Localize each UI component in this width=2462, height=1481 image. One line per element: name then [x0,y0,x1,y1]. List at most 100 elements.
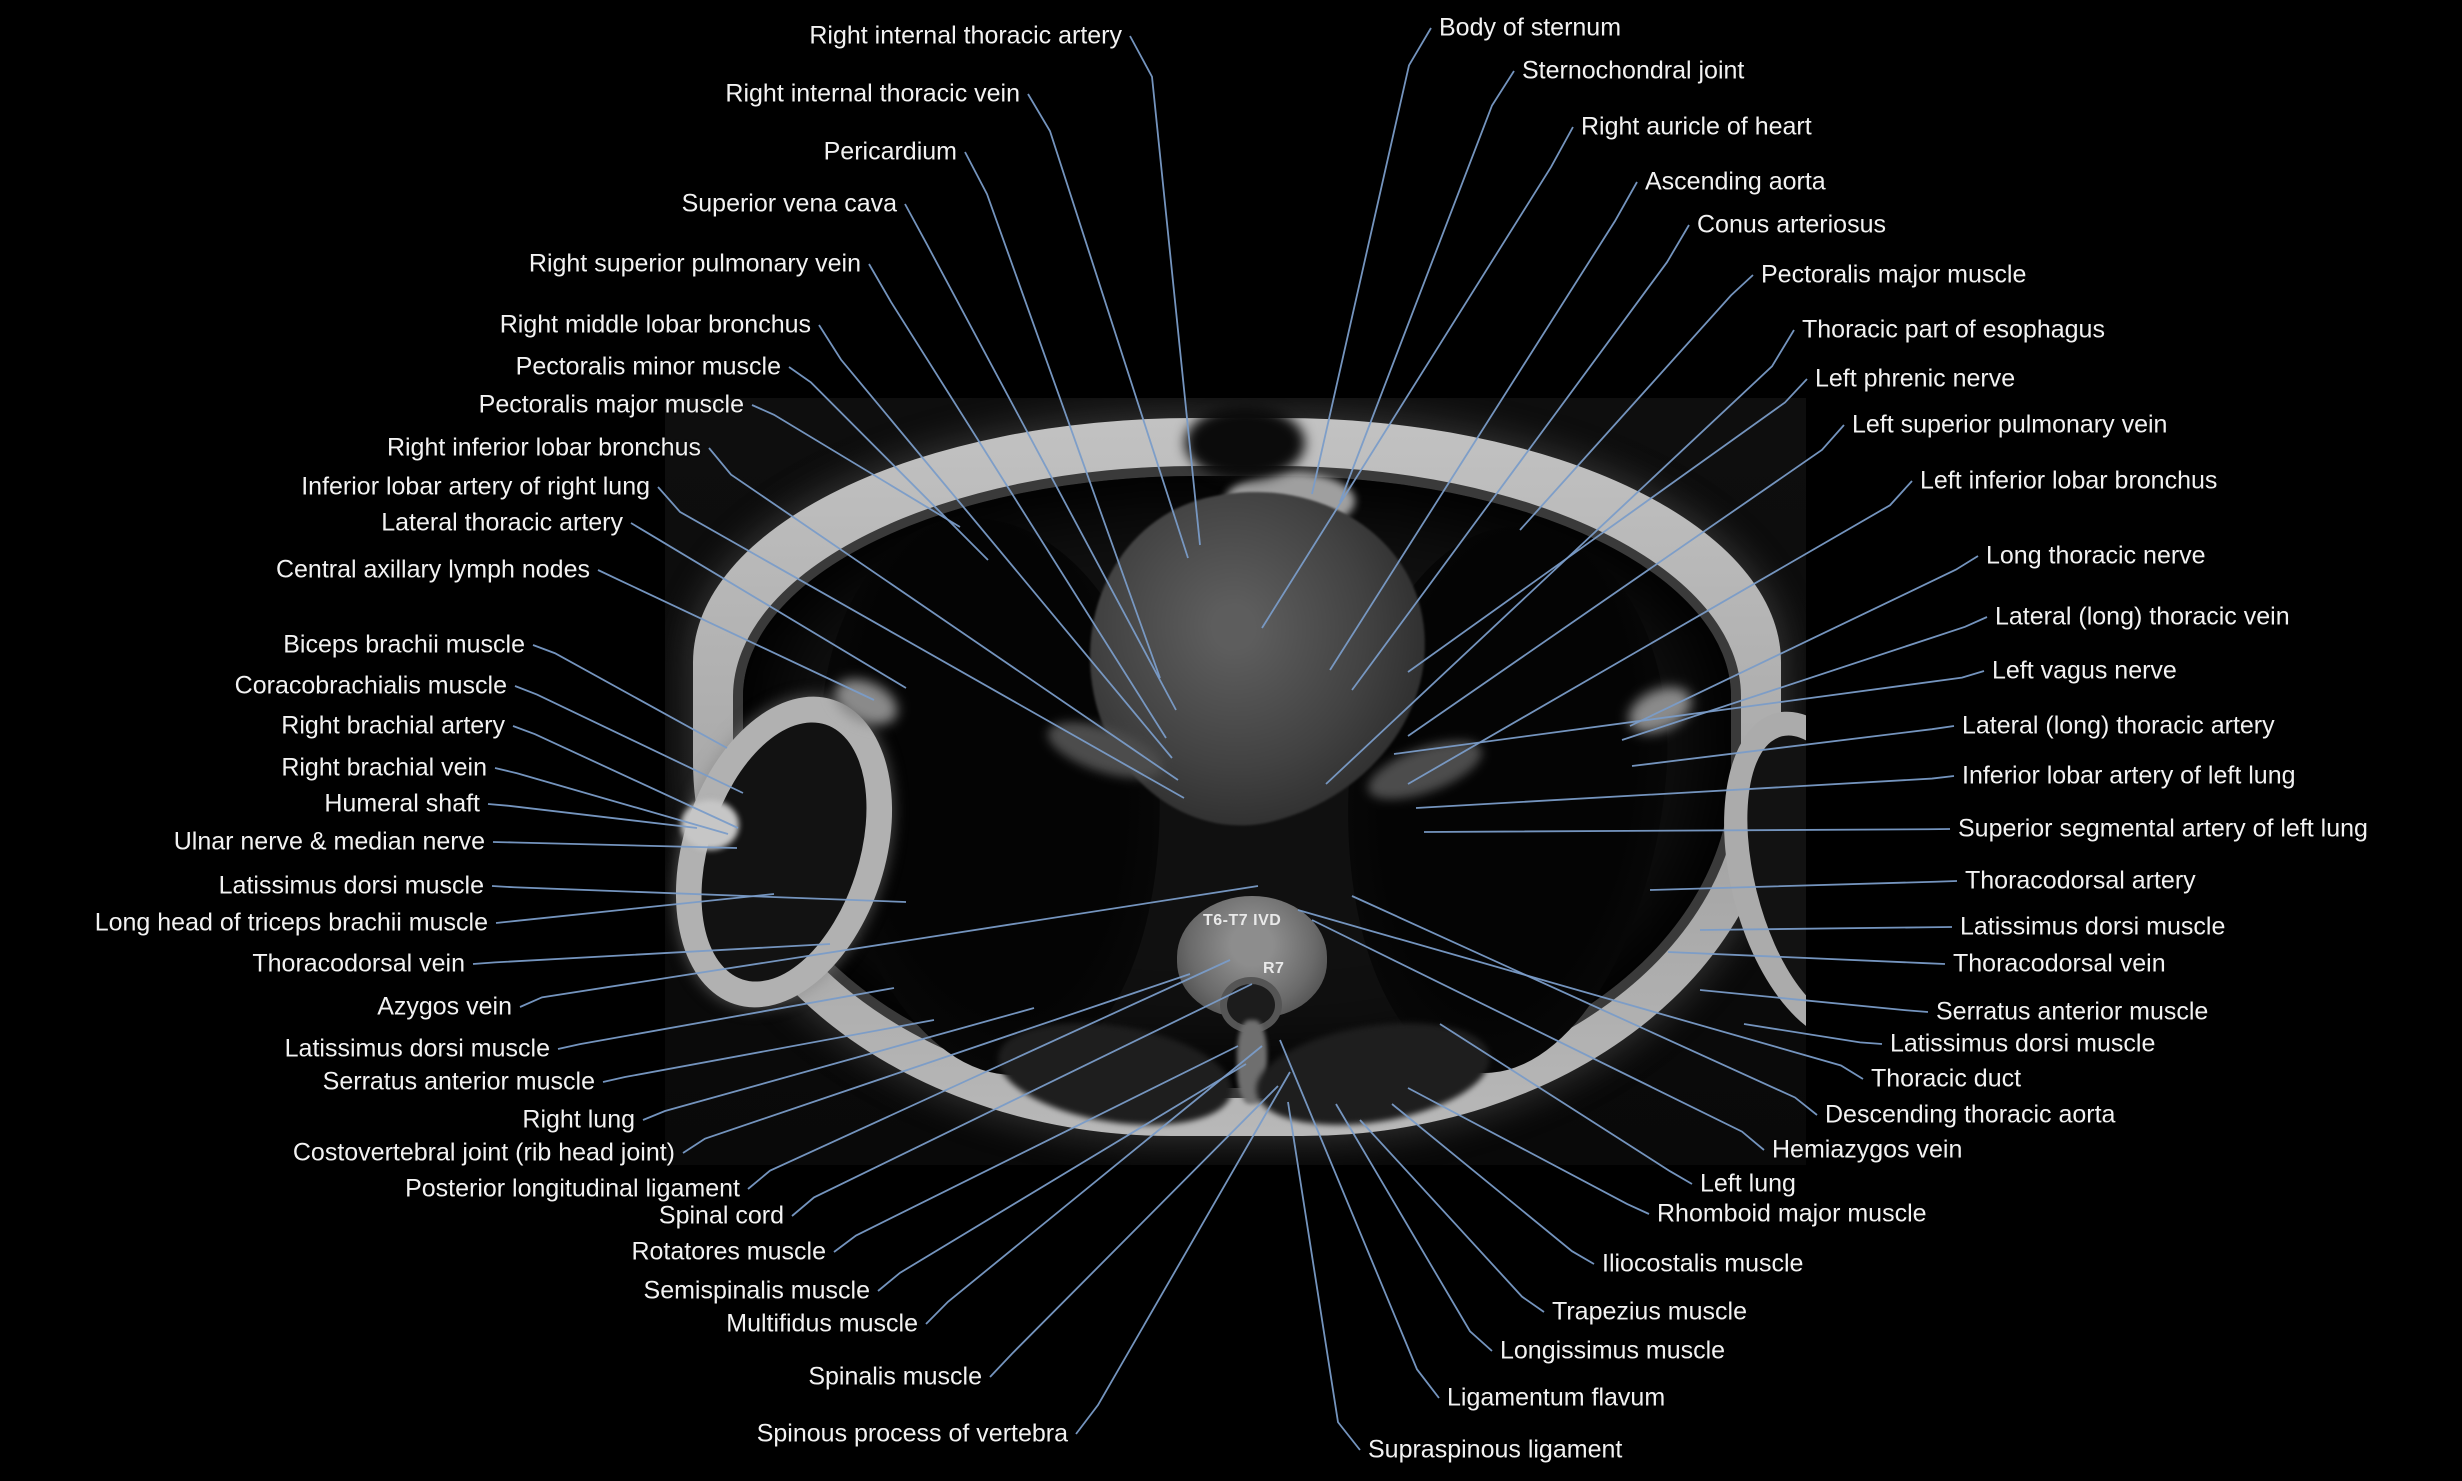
leader-line [1439,1023,1693,1185]
anatomy-label: Pectoralis major muscle [1761,260,2027,289]
leader-line [492,841,738,849]
anatomy-label: Costovertebral joint (rib head joint) [292,1138,675,1167]
leader-line [602,1019,935,1083]
leader-line [1325,329,1795,785]
anatomy-label: Ascending aorta [1645,167,1826,196]
anatomy-label: Thoracodorsal vein [252,949,465,978]
leader-line [1621,616,1988,741]
leader-line [519,885,1259,1008]
anatomy-label: Humeral shaft [324,789,480,818]
anatomy-label: Supraspinous ligament [1368,1435,1623,1464]
leader-line [1329,181,1638,671]
leader-line [1667,951,1946,965]
leader-line [1359,1119,1545,1313]
anatomy-label: Pectoralis minor muscle [515,352,781,381]
leader-line [495,893,775,924]
leader-line [818,324,1173,759]
leader-line [868,263,1167,739]
anatomy-label: Superior vena cava [681,189,897,218]
leader-line [1391,1103,1595,1265]
anatomy-label: Pericardium [823,137,957,166]
mri-axial-thorax-image [665,398,1806,1165]
anatomy-label: Right brachial artery [281,711,505,740]
anatomy-label: Superior segmental artery of left lung [1958,814,2368,843]
anatomy-label: Long thoracic nerve [1986,541,2206,570]
leader-line [1699,989,1929,1013]
anatomy-label: Hemiazygos vein [1772,1135,1963,1164]
anatomy-label: Latissimus dorsi muscle [1960,912,2226,941]
anatomy-label: Right internal thoracic vein [725,79,1020,108]
anatomy-label: Left inferior lobar bronchus [1920,466,2218,495]
anatomy-label: Latissimus dorsi muscle [218,871,484,900]
leader-line [1407,1087,1650,1215]
anatomy-label: Lateral (long) thoracic artery [1962,711,2275,740]
anatomy-label: Lateral thoracic artery [381,508,623,537]
anatomy-label: Rotatores muscle [631,1237,826,1266]
anatomy-label: Thoracic part of esophagus [1802,315,2105,344]
anatomy-label: Trapezius muscle [1552,1297,1747,1326]
leader-line [1339,70,1515,503]
scan-annotation: R7 [1263,960,1285,977]
anatomy-label: Rhomboid major muscle [1657,1199,1927,1228]
anatomy-label: Latissimus dorsi muscle [1890,1029,2156,1058]
leader-line [1279,1039,1440,1399]
leader-line [512,725,739,829]
leader-line [1519,274,1754,531]
anatomy-label: Thoracodorsal vein [1953,949,2166,978]
leader-line [1407,378,1808,673]
leader-line [1407,424,1845,737]
leader-line [1287,1101,1361,1451]
anatomy-label: Left lung [1700,1169,1796,1198]
anatomy-label: Central axillary lymph nodes [275,555,590,584]
anatomy-label: Ligamentum flavum [1447,1383,1666,1412]
anatomy-label: Spinal cord [658,1201,784,1230]
anatomy-label: Right auricle of heart [1581,112,1812,141]
leader-line [1415,775,1955,809]
leader-line [1351,895,1818,1116]
anatomy-label: Thoracodorsal artery [1965,866,2196,895]
anatomy-label: Right superior pulmonary vein [528,249,861,278]
anatomy-label: Posterior longitudinal ligament [405,1174,740,1203]
anatomy-label: Body of sternum [1439,13,1622,42]
anatomy-label: Thoracic duct [1871,1064,2022,1093]
leader-line [1261,126,1574,629]
anatomy-label: Sternochondral joint [1522,56,1745,85]
leader-line [1649,880,1958,891]
leader-line [532,644,728,749]
leader-line [1423,828,1951,833]
spinal-canal-shape [1227,984,1275,1026]
anatomy-label: Serratus anterior muscle [322,1067,595,1096]
leader-line [904,203,1177,711]
anatomy-label: Pectoralis major muscle [478,390,744,419]
anatomy-label: Right middle lobar bronchus [499,310,811,339]
leader-line [833,1045,1239,1253]
leader-line [925,1045,1263,1325]
anatomy-label: Iliocostalis muscle [1602,1249,1804,1278]
anatomy-label: Ulnar nerve & median nerve [173,827,485,856]
anatomy-label: Longissimus muscle [1500,1336,1726,1365]
leader-line [657,486,1185,799]
leader-line [989,1085,1279,1378]
anatomy-label: Serratus anterior muscle [1936,997,2209,1026]
anatomy-label: Multifidus muscle [726,1309,918,1338]
humeral-shaft-shape [681,800,739,850]
anatomy-label: Azygos vein [377,992,512,1021]
leader-line [682,973,1191,1154]
leader-line [1311,919,1765,1151]
anatomy-label: Semispinalis muscle [643,1276,870,1305]
leader-line [964,151,1161,679]
leader-line [1335,1103,1493,1352]
leader-line [1311,27,1432,495]
anatomy-label: Left vagus nerve [1992,656,2177,685]
anatomy-label: Biceps brachii muscle [283,630,525,659]
leader-line [751,404,961,528]
anatomy-label: Spinalis muscle [808,1362,982,1391]
leader-line [708,447,1179,781]
leader-line [1631,725,1955,767]
leader-line [747,959,1231,1190]
anatomy-label: Inferior lobar artery of right lung [301,472,650,501]
anatomy-label: Right internal thoracic artery [809,21,1122,50]
anatomy-label: Left superior pulmonary vein [1852,410,2168,439]
anatomy-label: Long head of triceps brachii muscle [94,908,488,937]
